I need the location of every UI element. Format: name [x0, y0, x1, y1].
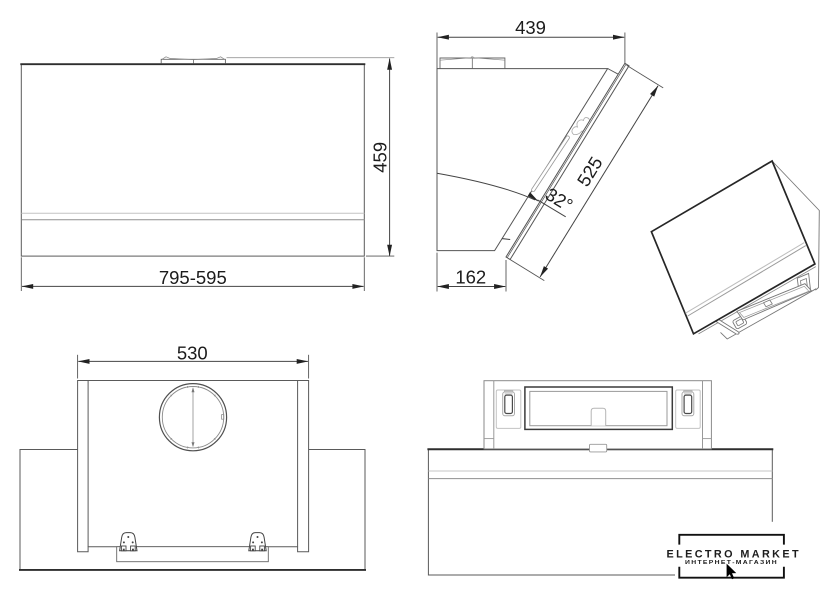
svg-text:ИНТЕРНЕТ-МАГАЗИН: ИНТЕРНЕТ-МАГАЗИН — [685, 560, 778, 566]
svg-text:ELECTRO MARKET: ELECTRO MARKET — [667, 549, 802, 561]
svg-text:162: 162 — [455, 267, 486, 288]
svg-text:530: 530 — [177, 343, 208, 364]
svg-text:459: 459 — [369, 142, 390, 173]
svg-text:795-595: 795-595 — [159, 267, 227, 288]
svg-text:439: 439 — [515, 17, 546, 38]
